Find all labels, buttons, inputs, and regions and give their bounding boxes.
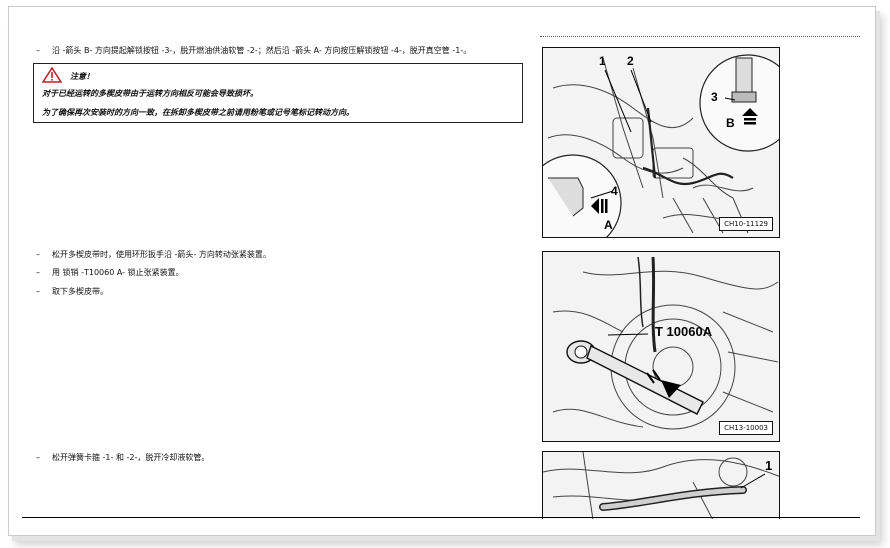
callout-1: 1 — [765, 458, 773, 473]
step-item: –松开多楔皮带时，使用环形扳手沿 -箭头- 方向转动张紧装置。 — [36, 250, 271, 259]
step-item: –用 锁销 -T10060 A- 锁止张紧装置。 — [36, 268, 184, 277]
step-text: 用 锁销 -T10060 A- 锁止张紧装置。 — [52, 268, 184, 277]
step-text: 沿 -箭头 B- 方向提起解锁按钮 -3-，脱开燃油供油软管 -2-；然后沿 -… — [52, 46, 472, 55]
step-item: –取下多楔皮带。 — [36, 287, 108, 296]
warning-triangle-icon — [42, 67, 62, 83]
callout-4: 4 — [611, 184, 618, 198]
step-item: –松开弹簧卡箍 -1- 和 -2-，脱开冷却液软管。 — [36, 453, 210, 462]
bottom-divider — [22, 517, 860, 518]
top-divider — [540, 36, 860, 38]
figure-code: CH10-11129 — [719, 217, 773, 231]
figure-illustration — [543, 252, 779, 441]
callout-a: A — [604, 218, 613, 232]
step-item: –沿 -箭头 B- 方向提起解锁按钮 -3-，脱开燃油供油软管 -2-；然后沿 … — [36, 46, 472, 55]
callout-2: 2 — [627, 54, 634, 68]
warning-line: 对于已经运转的多楔皮带由于运转方向相反可能会导致损坏。 — [42, 89, 258, 98]
callout-b: B — [726, 116, 735, 130]
figure-fuel-line: 1 2 3 B 4 A CH10-11129 — [542, 47, 780, 238]
warning-line: 为了确保再次安装时的方向一致，在拆卸多楔皮带之前请用粉笔或记号笔标记转动方向。 — [42, 108, 354, 117]
step-text: 取下多楔皮带。 — [52, 287, 108, 296]
figure-illustration — [543, 452, 779, 519]
step-text: 松开多楔皮带时，使用环形扳手沿 -箭头- 方向转动张紧装置。 — [52, 250, 271, 259]
warning-title: 注意！ — [70, 72, 94, 81]
step-text: 松开弹簧卡箍 -1- 和 -2-，脱开冷却液软管。 — [52, 453, 210, 462]
callout-1: 1 — [599, 54, 606, 68]
figure-tensioner: T 10060A CH13-10003 — [542, 251, 780, 442]
figure-illustration — [543, 48, 779, 237]
callout-3: 3 — [711, 90, 718, 104]
figure-coolant-hose: 1 — [542, 451, 780, 519]
warning-box: 注意！ 对于已经运转的多楔皮带由于运转方向相反可能会导致损坏。 为了确保再次安装… — [33, 63, 523, 123]
figure-code: CH13-10003 — [719, 421, 773, 435]
tool-label: T 10060A — [655, 324, 713, 339]
